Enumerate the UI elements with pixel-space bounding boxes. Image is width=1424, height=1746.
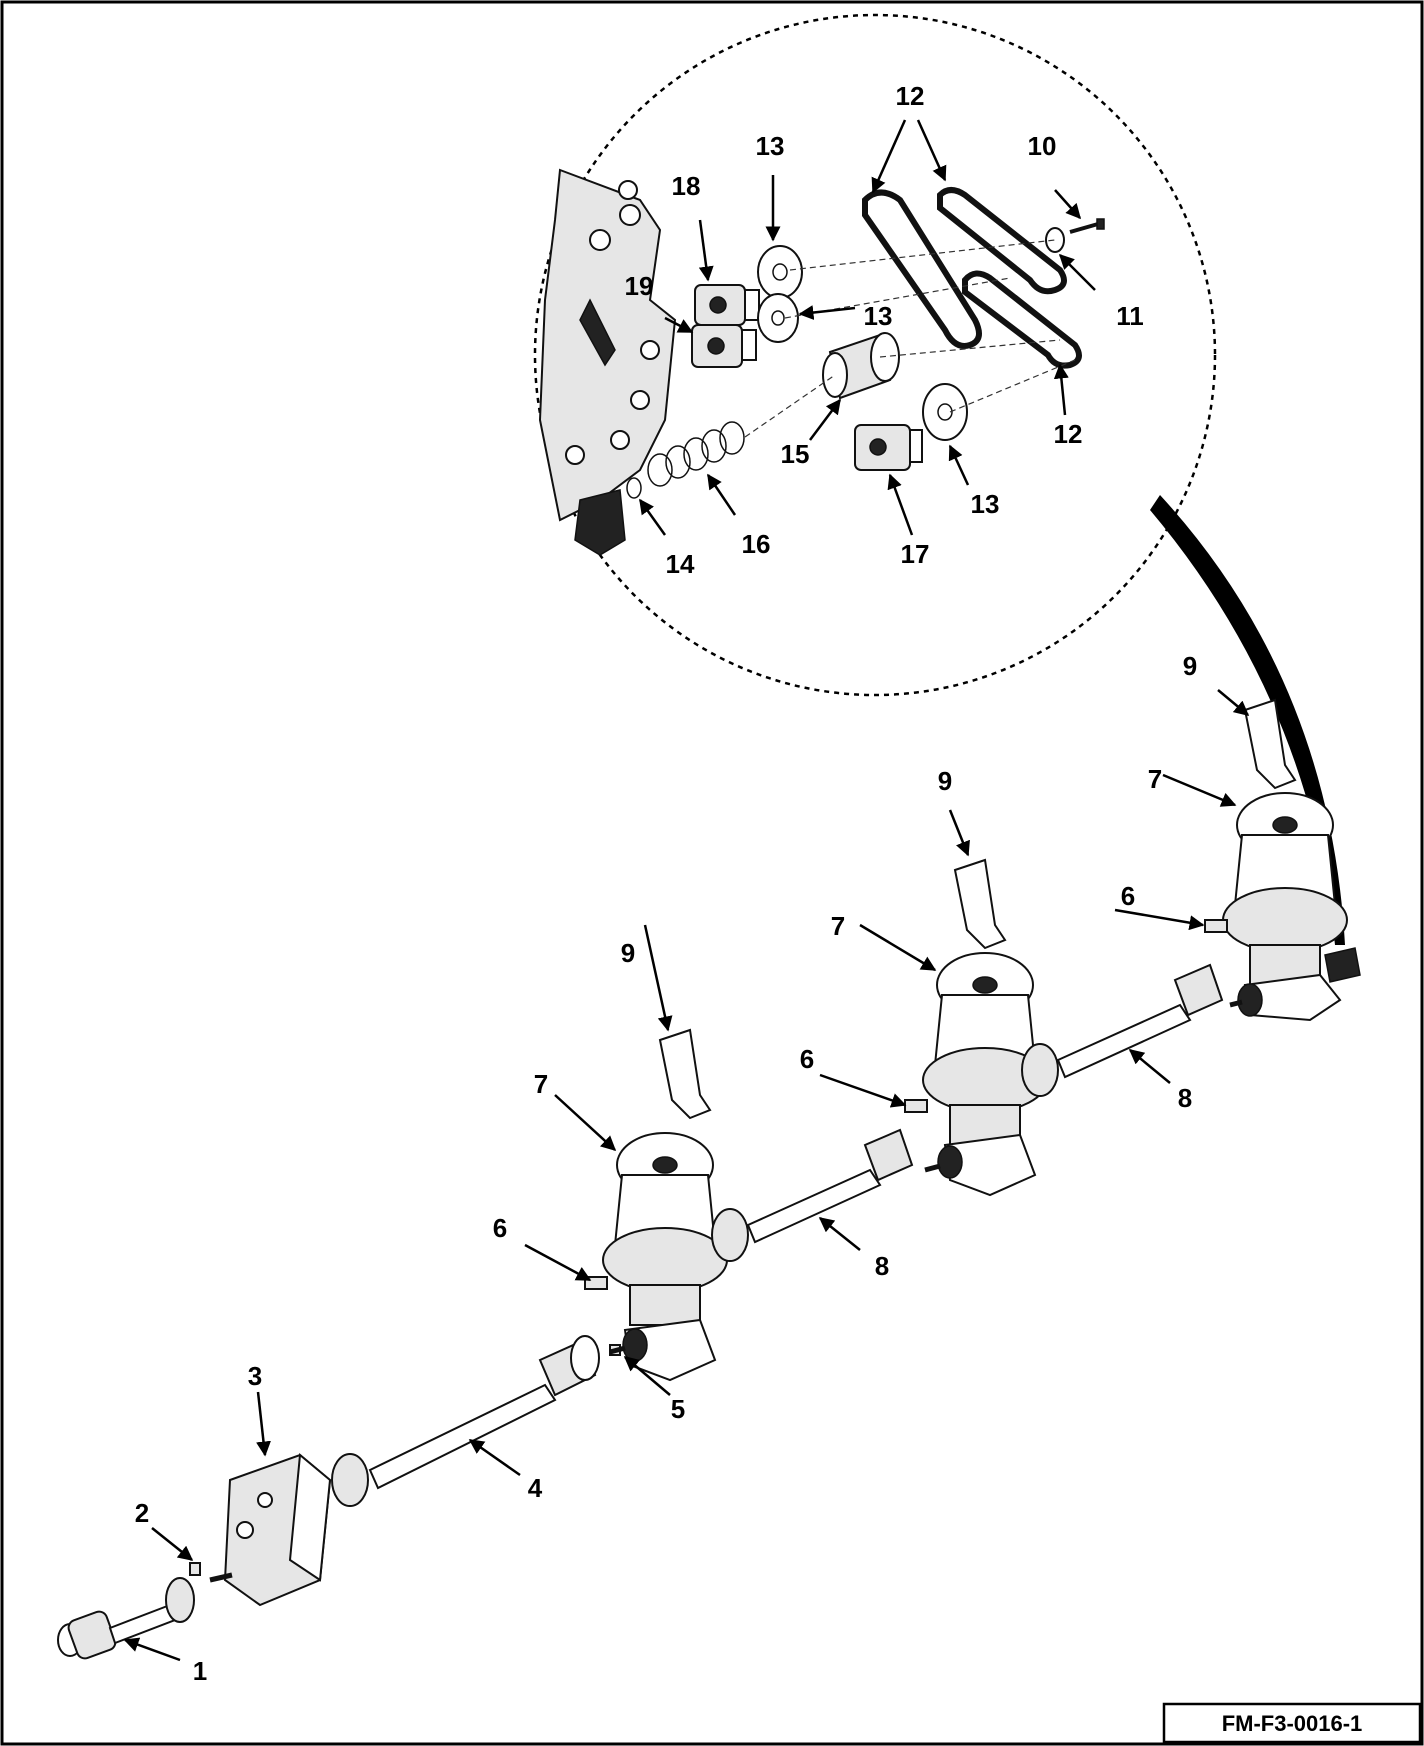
callout-13-bottom: 13 xyxy=(971,489,1000,519)
hydraulic-pump-18 xyxy=(694,284,760,326)
washer-11 xyxy=(1045,227,1065,253)
callout-12-bottom: 12 xyxy=(1054,419,1083,449)
callout-labels: 1 2 3 4 5 6 6 6 7 7 7 8 8 9 9 9 10 11 12… xyxy=(135,81,1197,1686)
callout-1: 1 xyxy=(193,1656,207,1686)
shim-6-middle xyxy=(904,1099,928,1113)
callout-6-middle: 6 xyxy=(800,1044,814,1074)
callout-9-left: 9 xyxy=(621,938,635,968)
blade-gearbox-right xyxy=(1222,792,1361,1022)
callout-6-right: 6 xyxy=(1121,881,1135,911)
driveline-8-right xyxy=(1021,963,1224,1097)
pulley-13-upper xyxy=(757,245,803,343)
callout-4: 4 xyxy=(528,1473,543,1503)
shield-9-right xyxy=(1243,698,1297,790)
callout-2: 2 xyxy=(135,1498,149,1528)
driveline-4 xyxy=(331,1335,600,1507)
callout-9-middle: 9 xyxy=(938,766,952,796)
shim-6-right xyxy=(1204,919,1228,933)
callout-7-right: 7 xyxy=(1148,764,1162,794)
gearbox-3 xyxy=(209,1453,332,1607)
callout-15: 15 xyxy=(781,439,810,469)
driveline-8-middle xyxy=(711,1128,914,1262)
callout-9-right: 9 xyxy=(1183,651,1197,681)
leader-arrows xyxy=(123,119,1250,1662)
hydraulic-pump-19 xyxy=(691,324,757,368)
gearbox-housing-detail xyxy=(538,168,677,556)
callout-10: 10 xyxy=(1028,131,1057,161)
blade-gearbox-middle xyxy=(922,952,1048,1197)
callout-8-right: 8 xyxy=(1178,1083,1192,1113)
callout-13-top: 13 xyxy=(756,131,785,161)
callout-19: 19 xyxy=(625,271,654,301)
washer-14 xyxy=(626,477,642,499)
callout-13-middle: 13 xyxy=(864,301,893,331)
v-belts-12 xyxy=(862,187,1082,369)
callout-5: 5 xyxy=(671,1394,685,1424)
blade-gearbox-left xyxy=(602,1132,728,1382)
pto-shaft-1 xyxy=(57,1577,195,1660)
callout-8-middle: 8 xyxy=(875,1251,889,1281)
callout-6-left: 6 xyxy=(493,1213,507,1243)
shield-9-left xyxy=(658,1028,712,1120)
hydraulic-pump-17 xyxy=(854,424,923,471)
detail-circle xyxy=(533,13,1345,945)
pulley-13-lower xyxy=(922,383,968,441)
callout-17: 17 xyxy=(901,539,930,569)
callout-14: 14 xyxy=(666,549,695,579)
callout-3: 3 xyxy=(248,1361,262,1391)
shield-9-middle xyxy=(953,858,1007,950)
shim-rings-16 xyxy=(647,421,745,487)
callout-11: 11 xyxy=(1116,301,1144,331)
key-2 xyxy=(189,1562,201,1576)
callout-7-middle: 7 xyxy=(831,911,845,941)
callout-18: 18 xyxy=(672,171,701,201)
figure-id-box: FM-F3-0016-1 xyxy=(1162,1702,1422,1744)
pulley-15 xyxy=(822,332,900,400)
callout-7-left: 7 xyxy=(534,1069,548,1099)
bolt-10 xyxy=(1069,218,1105,234)
callout-16: 16 xyxy=(742,529,771,559)
figure-id: FM-F3-0016-1 xyxy=(1222,1711,1363,1736)
callout-12-top: 12 xyxy=(896,81,925,111)
